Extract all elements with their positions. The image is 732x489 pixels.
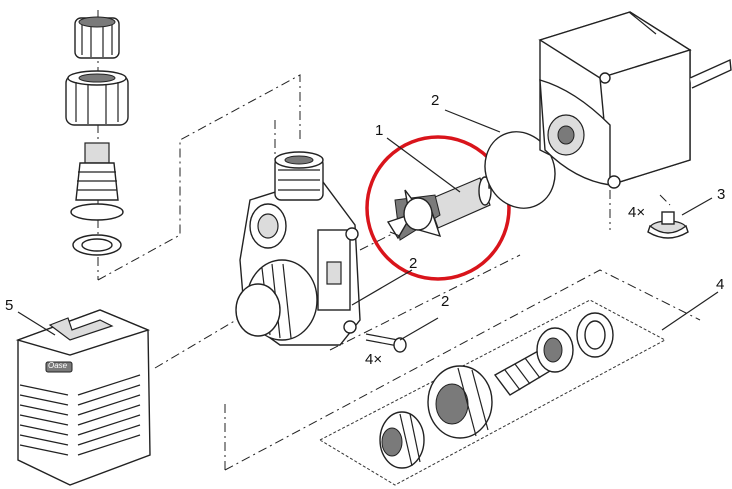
connector-kit-outline [318, 299, 667, 486]
kit-seal-ring[interactable] [576, 312, 614, 358]
rubber-foot[interactable] [647, 211, 689, 239]
label-part-2-housing: 2 [409, 255, 418, 272]
top-hose-tail[interactable] [70, 142, 124, 221]
kit-hose-tail[interactable] [493, 327, 574, 396]
top-seal-ring[interactable] [72, 234, 122, 256]
label-qty-screws: 4× [365, 351, 383, 368]
impeller-rotor[interactable] [386, 176, 504, 241]
top-union-nut-large[interactable] [65, 70, 129, 126]
filter-slots [19, 374, 141, 456]
label-part-2-screw: 2 [441, 293, 450, 310]
leader-lines [17, 109, 719, 341]
kit-small-union-nut[interactable] [379, 411, 425, 469]
top-union-nut-small[interactable] [74, 16, 120, 59]
label-qty-feet: 4× [628, 204, 646, 221]
label-part-3: 3 [717, 186, 726, 203]
motor-block[interactable] [538, 11, 732, 189]
housing-screw[interactable] [365, 333, 407, 353]
label-part-5: 5 [5, 297, 14, 314]
label-part-2-oring: 2 [431, 92, 440, 109]
label-part-4: 4 [716, 276, 725, 293]
housing-inlet-threaded[interactable] [235, 259, 318, 341]
brand-plate-text: Oase [48, 361, 68, 370]
kit-large-union-nut[interactable] [427, 365, 493, 439]
filter-cover[interactable] [15, 309, 151, 486]
highlight-circle [365, 135, 511, 281]
label-part-1: 1 [375, 122, 384, 139]
